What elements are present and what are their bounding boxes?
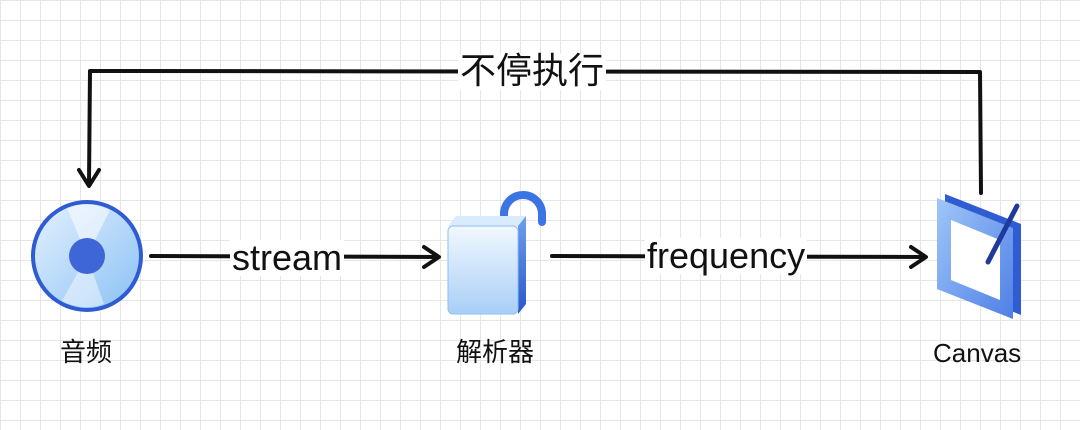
canvas-frame-icon [937,194,1021,319]
edge-stream-arrowhead [422,245,441,269]
node-parser-label: 解析器 [456,338,535,368]
edge-stream-label: stream [230,237,345,278]
cd-disc-icon [31,200,143,312]
loop-edge-label: 不停执行 [458,51,607,92]
edge-frequency-label: frequency [645,235,808,276]
open-padlock-icon [447,191,546,315]
edge-frequency-arrowhead [909,245,928,269]
node-audio-label: 音频 [60,338,113,368]
loop-arrowhead [77,168,101,188]
node-canvas-label: Canvas [933,338,1022,368]
